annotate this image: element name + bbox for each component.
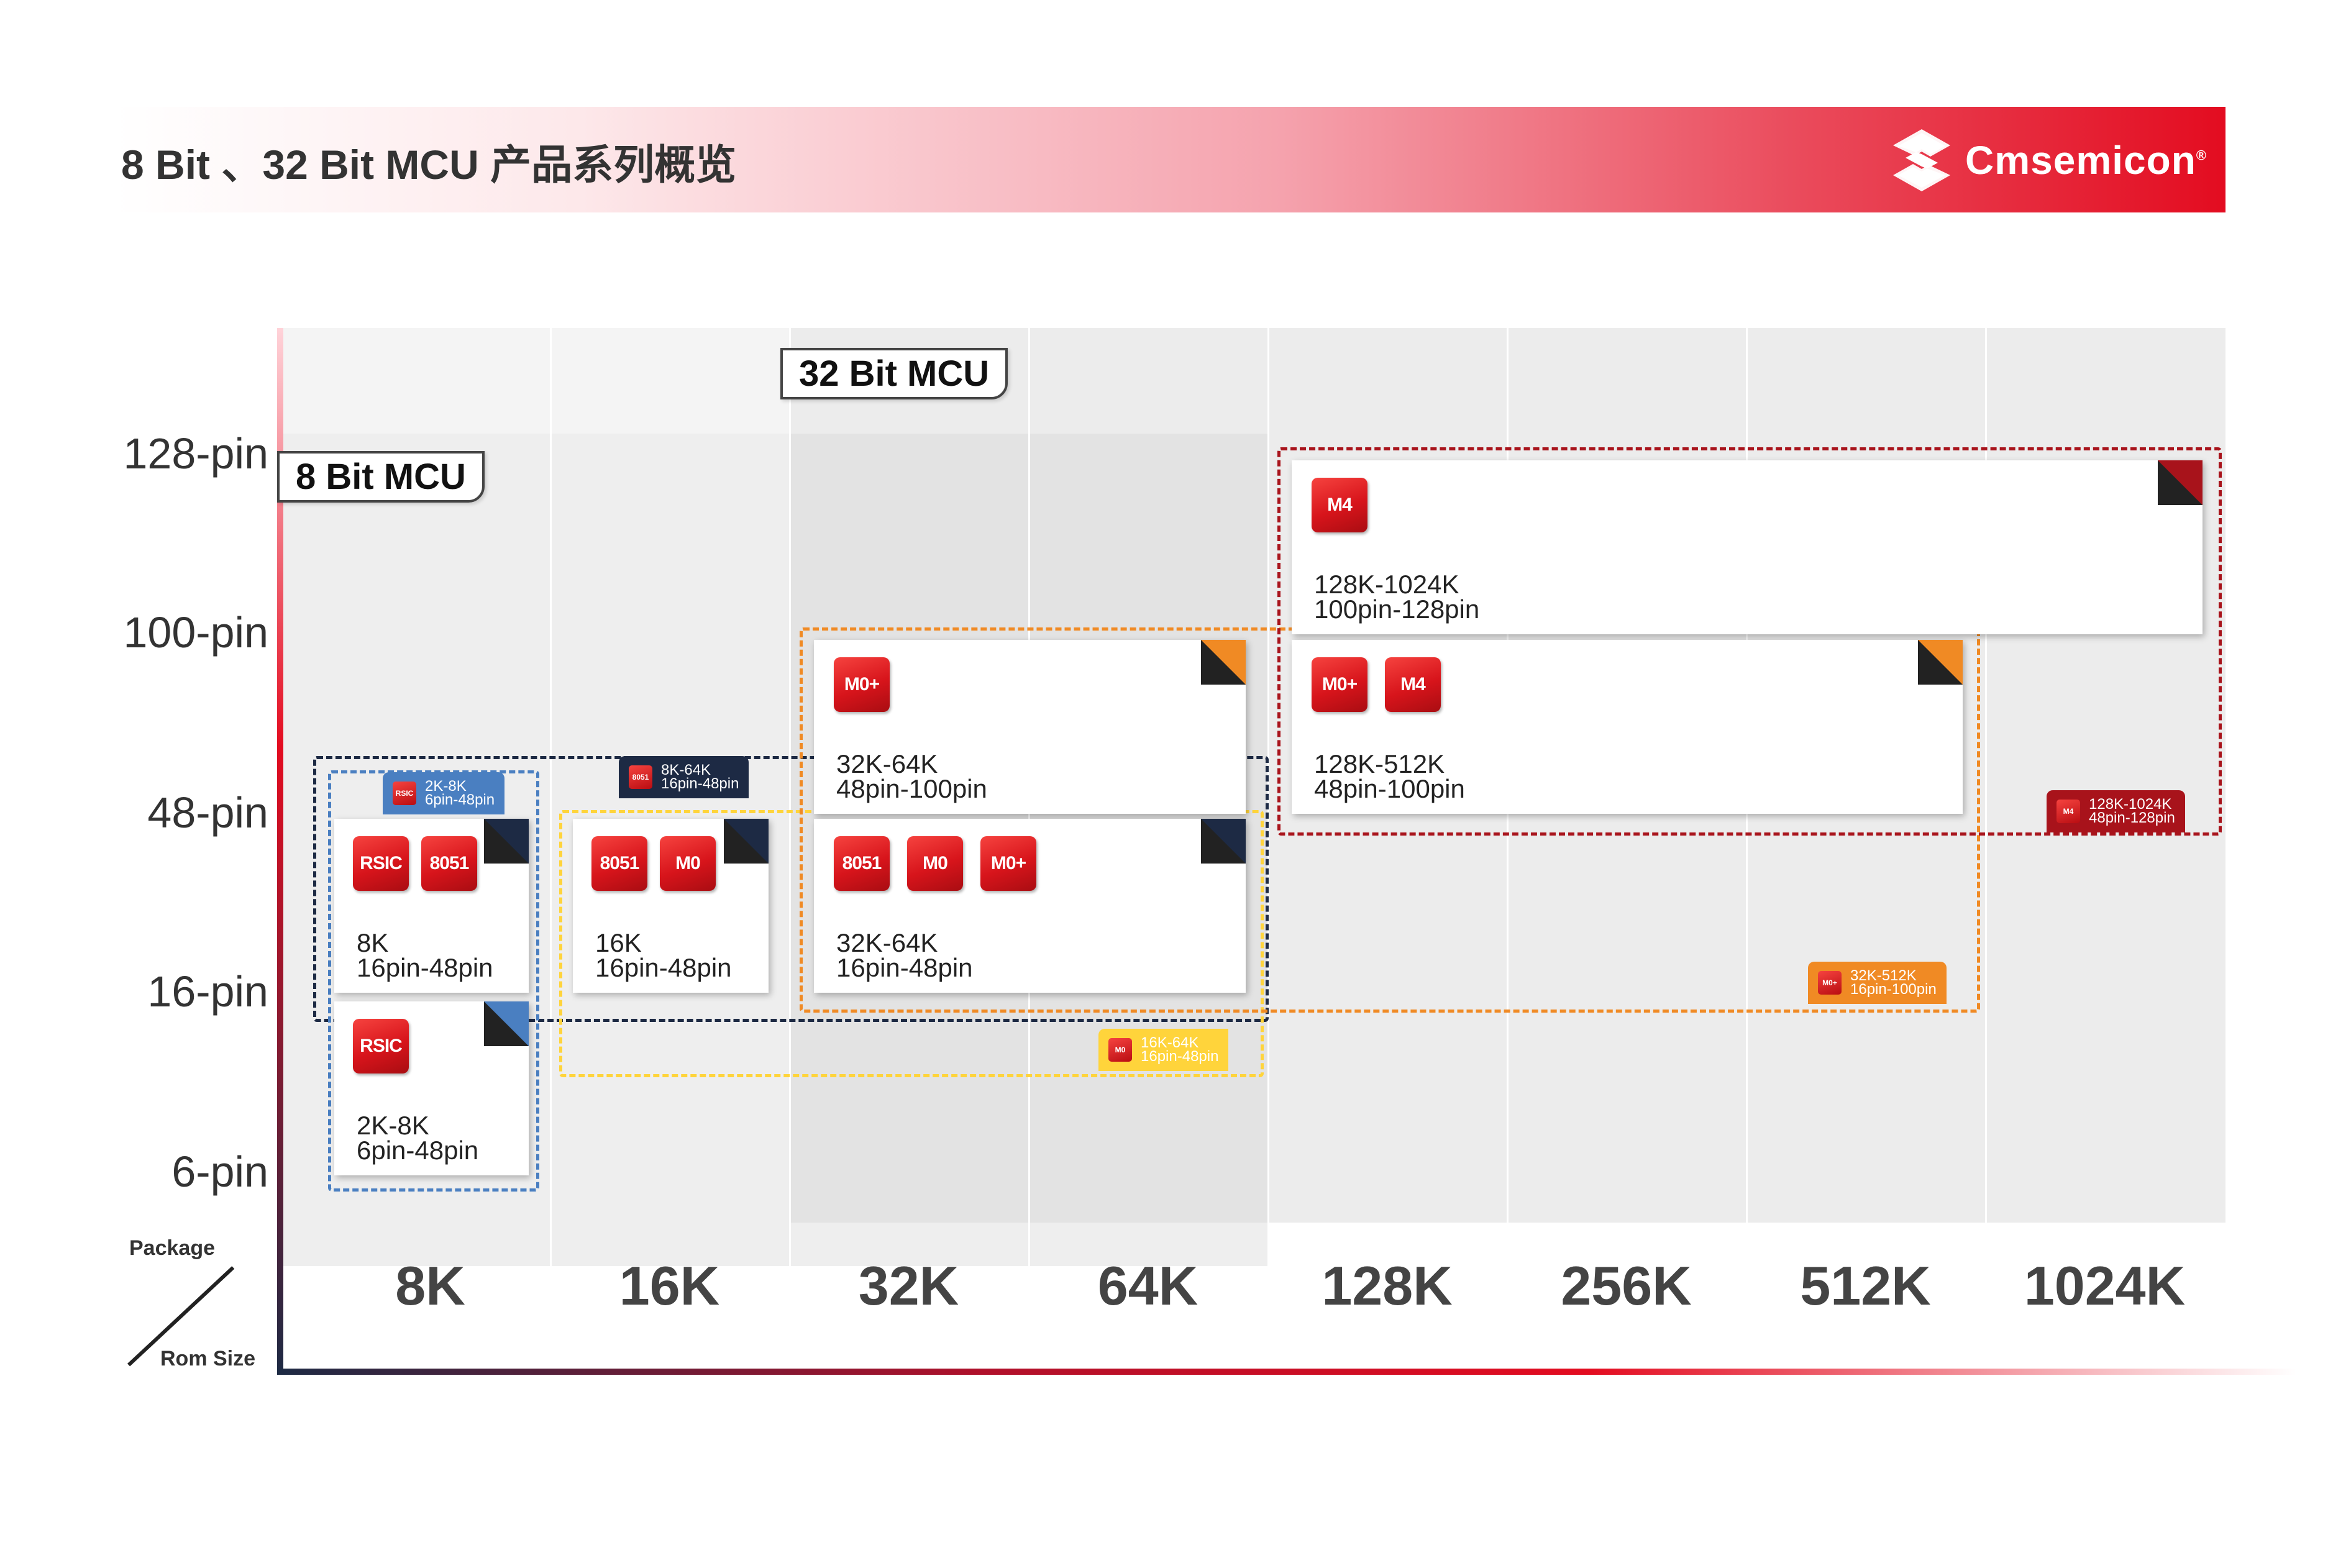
grid-line: [550, 328, 552, 1378]
card-corner-marker: [724, 819, 769, 864]
card-corner-marker: [1201, 819, 1246, 864]
grid-line: [1985, 328, 1987, 1378]
card-pins: 16pin-48pin: [357, 953, 493, 982]
rsic-chip-icon: RSIC: [353, 1019, 409, 1073]
x-axis-title: Rom Size: [160, 1347, 256, 1370]
y-tick-label: 16-pin: [147, 967, 268, 1016]
cmsemicon-logo-icon: [1893, 129, 1950, 191]
y-axis-title: Package: [129, 1236, 215, 1260]
y-tick-label: 128-pin: [123, 429, 268, 478]
8051-chip-icon: 8051: [629, 765, 652, 789]
card-rom: 128K-1024K: [1314, 570, 1459, 599]
card-pins: 6pin-48pin: [357, 1136, 479, 1165]
card-corner-marker: [484, 819, 529, 864]
x-tick-label: 256K: [1561, 1255, 1692, 1316]
m0plus-chip-icon: M0+: [1312, 657, 1367, 712]
m0-chip-icon: M0: [1108, 1038, 1132, 1062]
y-axis-line: [277, 328, 283, 1375]
card-pins: 16pin-48pin: [595, 953, 732, 982]
group-outline-rsic: [328, 770, 539, 1192]
x-tick-label: 32K: [858, 1255, 959, 1316]
card-pins: 48pin-100pin: [1314, 774, 1465, 803]
m0plus-chip-icon: M0+: [834, 657, 890, 712]
x-tick-label: 64K: [1097, 1255, 1198, 1316]
m0plus-chip-icon: M0+: [1818, 971, 1842, 995]
x-axis-line: [277, 1369, 2296, 1375]
card-pins: 100pin-128pin: [1314, 595, 1480, 624]
y-tick-label: 100-pin: [123, 608, 268, 657]
grid-line: [1507, 328, 1509, 1378]
card-corner-marker: [2158, 460, 2203, 505]
m4-chip-icon: M4: [1385, 657, 1441, 712]
brand-name: Cmsemicon®: [1965, 138, 2207, 183]
title-banner: [115, 107, 2225, 212]
card-corner-marker: [484, 1001, 529, 1046]
card-corner-marker: [1918, 640, 1963, 685]
x-tick-label: 8K: [395, 1255, 465, 1316]
bit8-tag: 8 Bit MCU: [277, 451, 485, 503]
card-pins: 48pin-100pin: [836, 774, 987, 803]
card-rom: 16K: [595, 928, 642, 957]
card-pins: 16pin-48pin: [836, 953, 973, 982]
brand-logo: Cmsemicon®: [1893, 129, 2207, 191]
m0-chip-icon: M0: [660, 836, 716, 891]
grid-line: [789, 328, 791, 1378]
group-outline-8051: [313, 756, 1269, 1022]
card-rom: 32K-64K: [836, 749, 938, 778]
card-rom: 32K-64K: [836, 928, 938, 957]
y-tick-label: 48-pin: [147, 788, 268, 837]
grid-line: [1746, 328, 1748, 1378]
group-outline-m4: [1277, 447, 2222, 836]
x-tick-label: 16K: [619, 1255, 720, 1316]
x-tick-label: 1024K: [2024, 1255, 2186, 1316]
bit32-tag: 32 Bit MCU: [780, 348, 1008, 399]
rsic-chip-icon: RSIC: [353, 836, 409, 891]
page-title: 8 Bit 、32 Bit MCU 产品系列概览: [121, 142, 737, 188]
m4-chip-icon: M4: [2057, 800, 2080, 823]
y-tick-label: 6-pin: [171, 1147, 268, 1196]
8051-chip-icon: 8051: [834, 836, 890, 891]
x-tick-label: 512K: [1800, 1255, 1931, 1316]
m0plus-chip-icon: M0+: [980, 836, 1036, 891]
m4-chip-icon: M4: [1312, 478, 1367, 532]
8051-chip-icon: 8051: [421, 836, 477, 891]
rsic-chip-icon: RSIC: [393, 782, 416, 805]
m0-chip-icon: M0: [907, 836, 963, 891]
card-corner-marker: [1201, 640, 1246, 685]
card-rom: 128K-512K: [1314, 749, 1445, 778]
card-rom: 8K: [357, 928, 389, 957]
x-tick-label: 128K: [1322, 1255, 1453, 1316]
card-rom: 2K-8K: [357, 1111, 429, 1140]
8051-chip-icon: 8051: [591, 836, 647, 891]
